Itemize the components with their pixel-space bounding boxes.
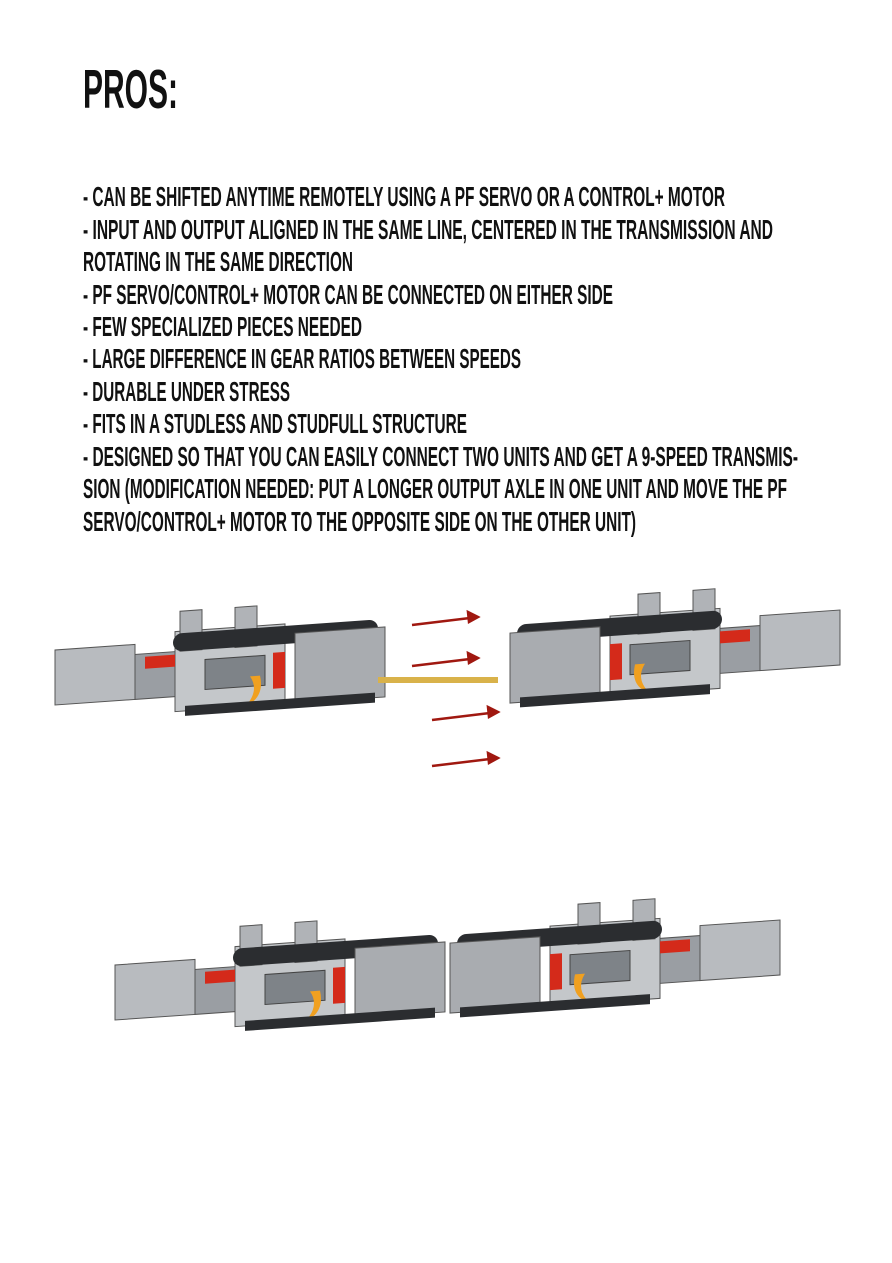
pros-line: - CAN BE SHIFTED ANYTIME REMOTELY USING … bbox=[83, 181, 725, 212]
transmission-illustrations bbox=[54, 579, 841, 1041]
pros-line: - FEW SPECIALIZED PIECES NEEDED bbox=[83, 311, 362, 342]
pros-line: ROTATING IN THE SAME DIRECTION bbox=[83, 246, 353, 277]
arrow-icon bbox=[411, 609, 481, 627]
combined-units-bottom bbox=[114, 889, 781, 1041]
pros-line: - PF SERVO/CONTROL+ MOTOR CAN BE CONNECT… bbox=[83, 279, 613, 310]
arrow-icon bbox=[411, 650, 481, 668]
arrows bbox=[411, 609, 501, 768]
page-title: PROS: bbox=[83, 58, 178, 120]
pros-line: - FITS IN A STUDLESS AND STUDFULL STRUCT… bbox=[83, 408, 467, 439]
pros-list: - CAN BE SHIFTED ANYTIME REMOTELY USING … bbox=[83, 181, 798, 537]
pros-line: - DESIGNED SO THAT YOU CAN EASILY CONNEC… bbox=[83, 441, 798, 472]
pros-line: SION (MODIFICATION NEEDED: PUT A LONGER … bbox=[83, 473, 787, 504]
pros-line: SERVO/CONTROL+ MOTOR TO THE OPPOSITE SID… bbox=[83, 506, 636, 537]
arrow-icon bbox=[431, 750, 501, 768]
output-axle bbox=[378, 677, 498, 683]
pros-line: - INPUT AND OUTPUT ALIGNED IN THE SAME L… bbox=[83, 214, 773, 245]
pros-line: - LARGE DIFFERENCE IN GEAR RATIOS BETWEE… bbox=[83, 343, 521, 374]
unit-left-top bbox=[54, 596, 386, 726]
arrow-icon bbox=[431, 704, 501, 722]
unit-right-top bbox=[509, 579, 841, 709]
pros-line: - DURABLE UNDER STRESS bbox=[83, 376, 290, 407]
pros-text: PROS: - CAN BE SHIFTED ANYTIME REMOTELY … bbox=[83, 58, 798, 537]
